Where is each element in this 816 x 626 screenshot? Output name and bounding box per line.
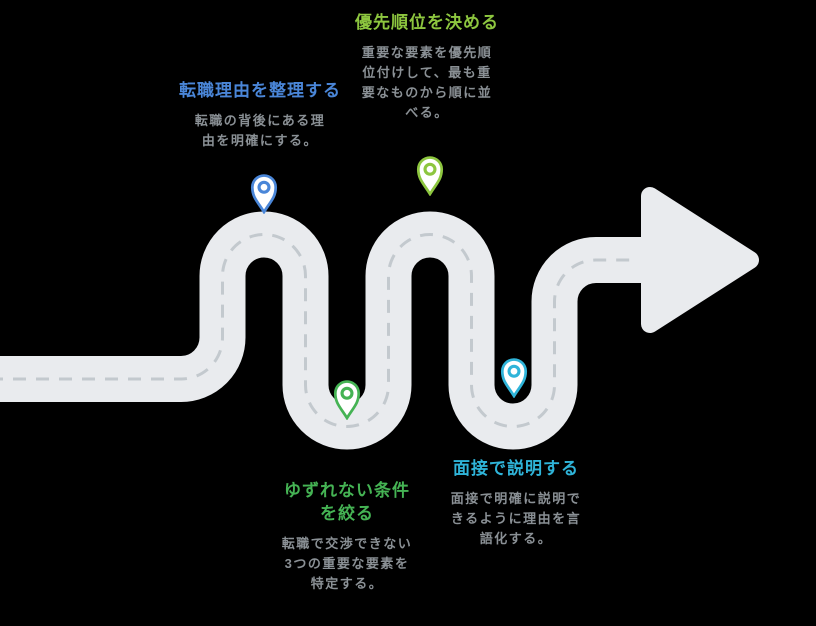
road-center-dashes (0, 233, 638, 428)
milestone-description: 転職で交渉できない3つの重要な要素を特定する。 (281, 535, 413, 592)
map-pin-icon (333, 380, 361, 420)
milestone-title: 面接で説明する (453, 459, 579, 478)
milestone-title: 優先順位を決める (355, 13, 499, 32)
milestone-description: 重要な要素を優先順位付けして、最も重要なものから順に並べる。 (361, 44, 493, 121)
map-pin-icon (500, 358, 528, 398)
milestone-note-3: ゆずれない条件を絞る 転職で交渉できない3つの重要な要素を特定する。 (252, 480, 442, 594)
milestone-description: 面接で明確に説明できるように理由を言語化する。 (450, 490, 582, 547)
milestone-note-2: 優先順位を決める 重要な要素を優先順位付けして、最も重要なものから順に並べる。 (332, 12, 522, 124)
milestone-title: 転職理由を整理する (179, 81, 341, 100)
map-pin-icon (416, 156, 444, 196)
milestone-note-4: 面接で説明する 面接で明確に説明できるように理由を言語化する。 (421, 458, 611, 549)
milestone-title: ゆずれない条件を絞る (284, 481, 410, 523)
arrow-head-icon (641, 187, 759, 333)
map-pin-icon (250, 174, 278, 214)
milestone-note-1: 転職理由を整理する 転職の背後にある理由を明確にする。 (165, 80, 355, 151)
milestone-description: 転職の背後にある理由を明確にする。 (194, 112, 326, 149)
